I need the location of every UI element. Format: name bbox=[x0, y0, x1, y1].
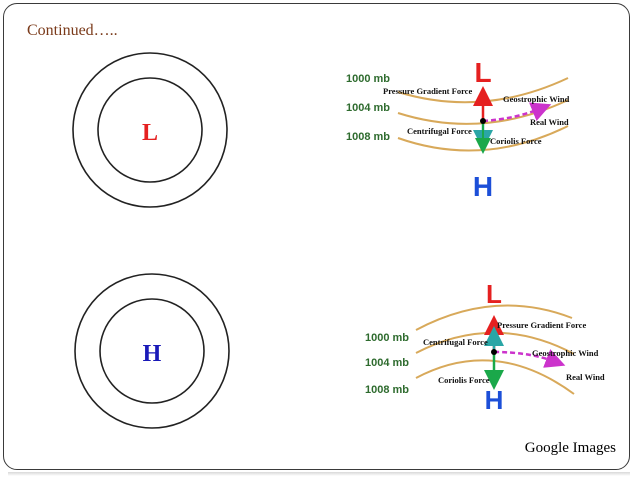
diagram-low-label: L bbox=[474, 57, 491, 88]
slide-title: Continued….. bbox=[27, 22, 118, 39]
air-parcel-dot bbox=[480, 118, 486, 124]
isobar-label-1004-b: 1004 mb bbox=[365, 357, 409, 369]
isobar-label-1000-b: 1000 mb bbox=[365, 332, 409, 344]
high-pressure-circles: H bbox=[74, 273, 230, 429]
label-real-wind-b: Real Wind bbox=[566, 372, 605, 382]
isobar-1000-b bbox=[415, 304, 573, 331]
geostrophic-wind-arrow-b bbox=[493, 349, 566, 368]
isobar-label-1008-b: 1008 mb bbox=[365, 384, 409, 396]
diagram-high-flow: 1000 mb 1004 mb 1008 mb L H Pressure Gra… bbox=[365, 279, 605, 415]
air-parcel-dot-b bbox=[491, 349, 497, 355]
low-circle-label: L bbox=[142, 120, 158, 146]
diagram-b-high-label: H bbox=[485, 385, 504, 415]
image-credit: Google Images bbox=[524, 440, 616, 456]
diagram-b-low-label: L bbox=[486, 279, 502, 309]
label-centrifugal: Centrifugal Force bbox=[407, 126, 472, 136]
label-geostrophic-b: Geostrophic Wind bbox=[532, 348, 599, 358]
label-pgf: Pressure Gradient Force bbox=[383, 86, 472, 96]
isobar-label-1000: 1000 mb bbox=[346, 73, 390, 85]
high-circle-label: H bbox=[143, 341, 162, 367]
label-pgf-b: Pressure Gradient Force bbox=[497, 320, 586, 330]
high-outer-ring bbox=[74, 273, 230, 429]
isobar-label-1008: 1008 mb bbox=[346, 131, 390, 143]
label-centrifugal-b: Centrifugal Force bbox=[423, 337, 488, 347]
high-inner-ring bbox=[99, 298, 205, 404]
label-geostrophic: Geostrophic Wind bbox=[503, 94, 570, 104]
low-inner-ring bbox=[97, 77, 203, 183]
diagram-high-label: H bbox=[473, 171, 493, 202]
slide-shadow bbox=[8, 472, 630, 476]
label-coriolis: Coriolis Force bbox=[490, 136, 542, 146]
label-real-wind: Real Wind bbox=[530, 117, 569, 127]
diagram-low-flow: 1000 mb 1004 mb 1008 mb L H Pressure Gra… bbox=[346, 57, 570, 202]
isobar-label-1004: 1004 mb bbox=[346, 102, 390, 114]
slide-frame bbox=[3, 3, 630, 470]
low-outer-ring bbox=[72, 52, 228, 208]
label-coriolis-b: Coriolis Force bbox=[438, 375, 490, 385]
low-pressure-circles: L bbox=[72, 52, 228, 208]
